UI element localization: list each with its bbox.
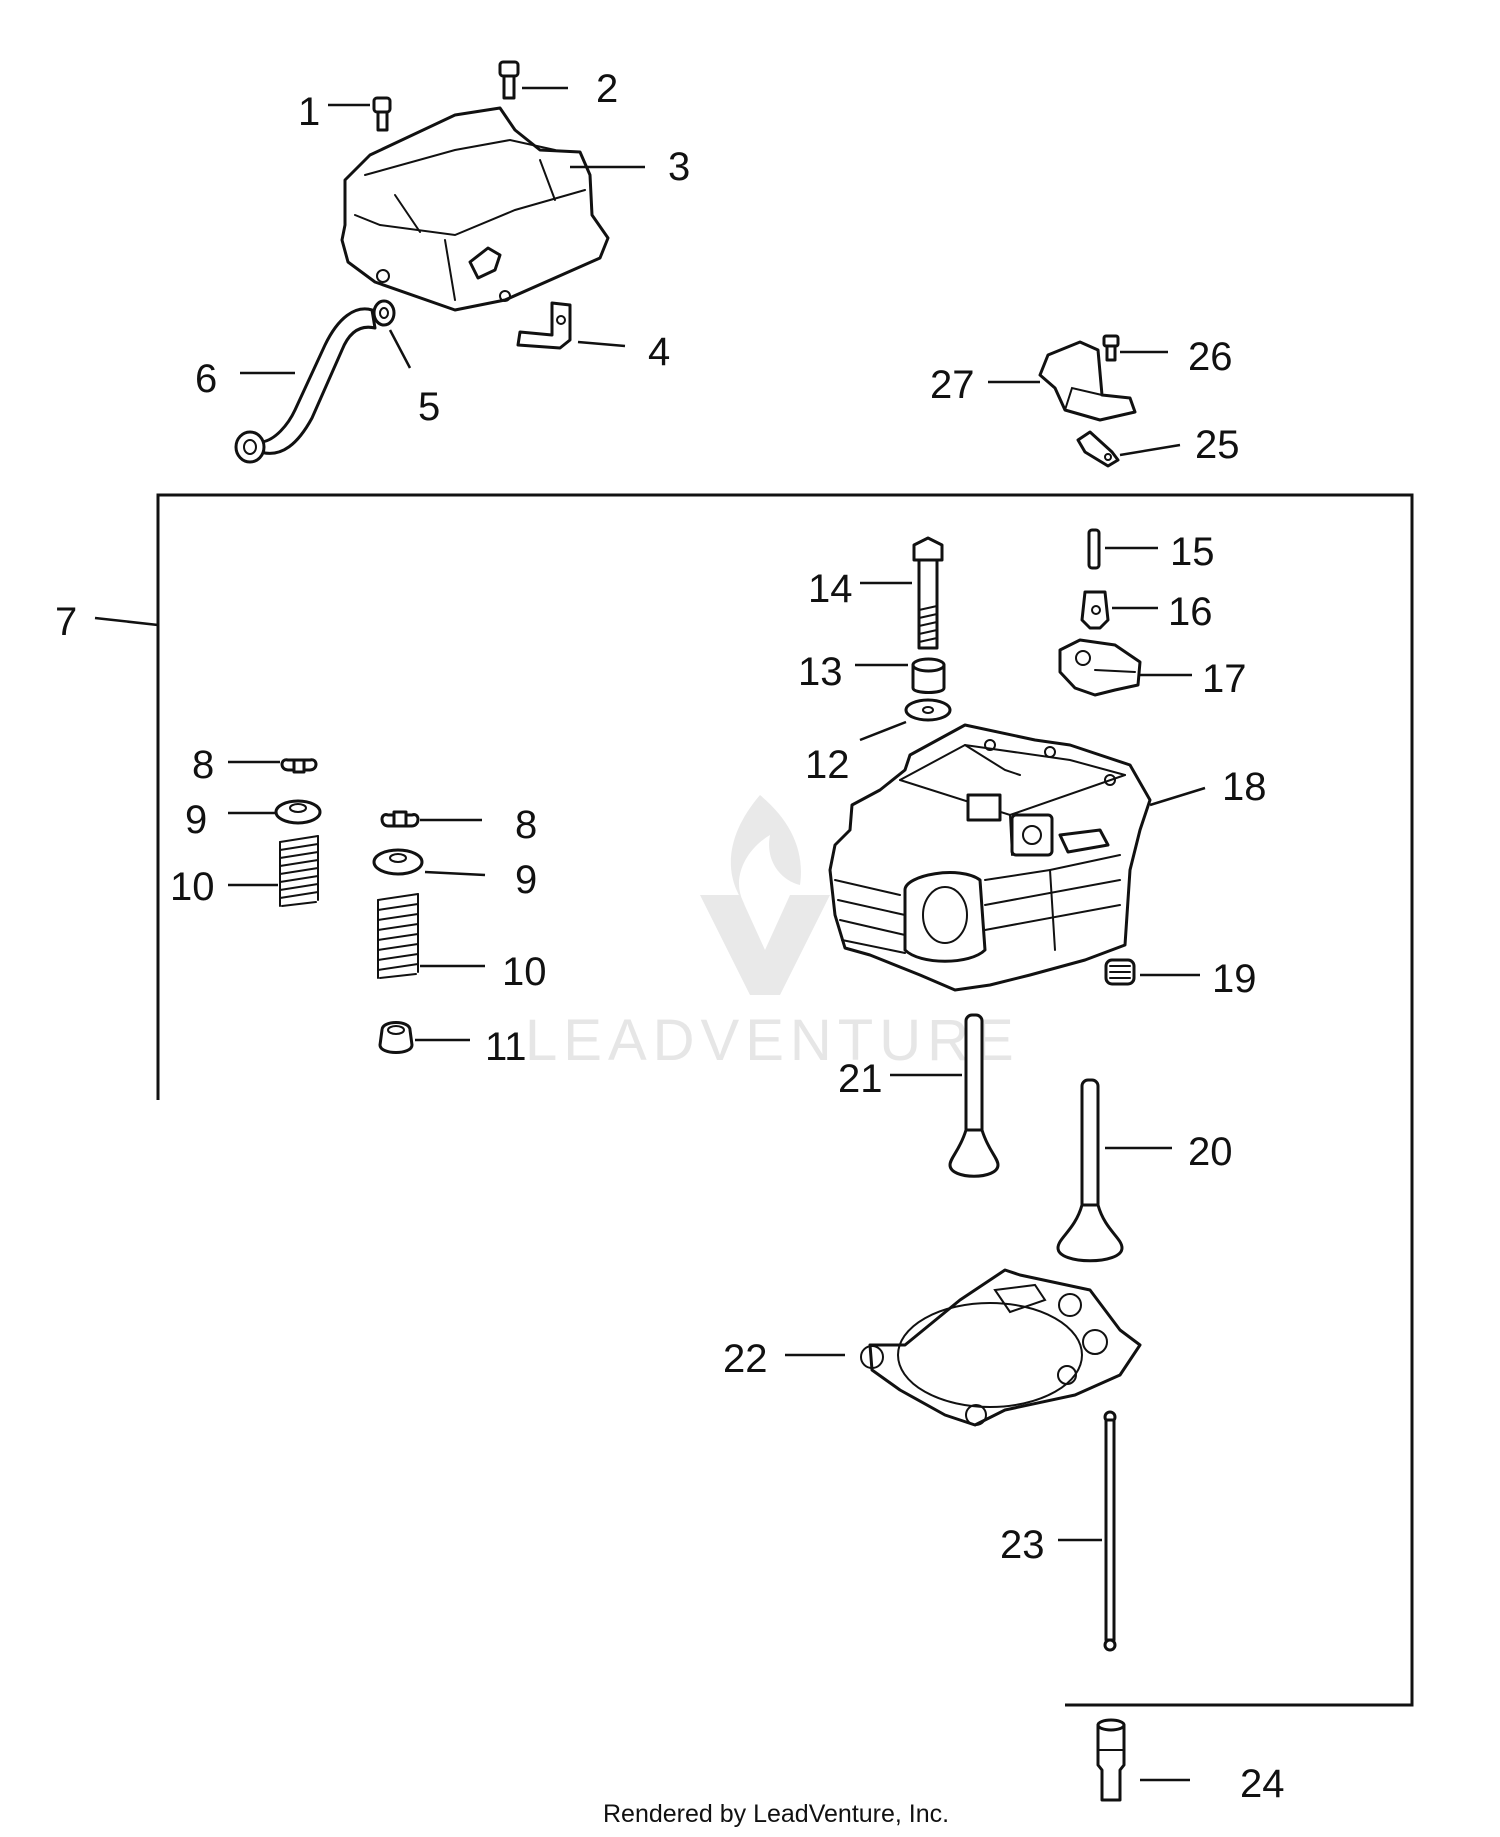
valve-keeper-part-8-left bbox=[280, 758, 318, 774]
rocker-arm-part-17 bbox=[1058, 638, 1142, 697]
valve-spring-part-10-middle bbox=[377, 893, 419, 979]
callout-17: 17 bbox=[1202, 657, 1247, 701]
tappet-part-24 bbox=[1096, 1718, 1126, 1802]
valve-keeper-part-8-middle bbox=[380, 810, 420, 828]
bolt-part-1 bbox=[372, 96, 392, 132]
spring-retainer-part-9-middle bbox=[372, 848, 424, 876]
spring-retainer-part-9-left bbox=[274, 799, 322, 825]
callout-9-middle: 9 bbox=[515, 858, 537, 902]
callout-2: 2 bbox=[596, 67, 618, 111]
callout-4: 4 bbox=[648, 330, 670, 374]
callout-22: 22 bbox=[723, 1337, 768, 1381]
push-rod-part-23 bbox=[1103, 1410, 1117, 1652]
pin-part-15 bbox=[1087, 528, 1101, 570]
bracket-part-4 bbox=[516, 301, 572, 350]
spacer-part-13 bbox=[911, 657, 946, 694]
valve-spring-part-10-left bbox=[279, 835, 319, 907]
callout-8-middle: 8 bbox=[515, 803, 537, 847]
head-gasket-part-22 bbox=[860, 1268, 1142, 1427]
callout-6: 6 bbox=[195, 357, 217, 401]
callout-8-left: 8 bbox=[192, 743, 214, 787]
callout-12: 12 bbox=[805, 743, 850, 787]
callout-20: 20 bbox=[1188, 1130, 1233, 1174]
callout-9-left: 9 bbox=[185, 798, 207, 842]
callout-numbers: 1 2 3 4 5 6 7 8 9 10 8 9 10 11 12 13 14 … bbox=[55, 67, 1285, 1806]
assembly-frame bbox=[156, 493, 1414, 1707]
callout-14: 14 bbox=[808, 567, 853, 611]
plate-part-25 bbox=[1076, 430, 1120, 468]
callout-7: 7 bbox=[55, 600, 77, 644]
callout-11: 11 bbox=[485, 1025, 527, 1069]
exhaust-valve-part-20 bbox=[1056, 1078, 1124, 1263]
cylinder-head-part-18 bbox=[828, 723, 1152, 992]
callout-24: 24 bbox=[1240, 1762, 1285, 1806]
callout-23: 23 bbox=[1000, 1523, 1045, 1567]
callout-13: 13 bbox=[798, 650, 843, 694]
callout-16: 16 bbox=[1168, 590, 1213, 634]
valve-cover-part bbox=[340, 106, 610, 312]
screw-part-26 bbox=[1102, 334, 1120, 362]
callout-21: 21 bbox=[838, 1057, 883, 1101]
callout-18: 18 bbox=[1222, 765, 1267, 809]
breather-hose-part-6 bbox=[234, 307, 377, 464]
valve-seal-part-11 bbox=[378, 1021, 414, 1054]
plug-part-19 bbox=[1104, 958, 1136, 986]
leadventure-watermark-logo: LEADVENTURE bbox=[525, 795, 1020, 1073]
callout-5: 5 bbox=[418, 385, 440, 429]
leader-lines bbox=[94, 86, 1206, 1782]
callout-19: 19 bbox=[1212, 957, 1257, 1001]
callout-10-middle: 10 bbox=[502, 950, 547, 994]
callout-1: 1 bbox=[298, 90, 320, 134]
callout-15: 15 bbox=[1170, 530, 1215, 574]
intake-valve-part-21 bbox=[948, 1013, 1000, 1178]
callout-26: 26 bbox=[1188, 335, 1233, 379]
washer-part-12 bbox=[904, 698, 952, 722]
watermark-text: LEADVENTURE bbox=[525, 1008, 1020, 1073]
callout-3: 3 bbox=[668, 145, 690, 189]
footer-credit: Rendered by LeadVenture, Inc. bbox=[603, 1800, 949, 1828]
callout-25: 25 bbox=[1195, 423, 1240, 467]
head-bolt-part-14 bbox=[912, 536, 944, 650]
pivot-part-16 bbox=[1080, 590, 1110, 630]
hose-clamp-part-5 bbox=[372, 299, 396, 327]
bolt-part-2 bbox=[498, 60, 520, 100]
callout-27: 27 bbox=[930, 363, 975, 407]
callout-10-left: 10 bbox=[170, 865, 215, 909]
shield-part-27 bbox=[1038, 340, 1137, 422]
